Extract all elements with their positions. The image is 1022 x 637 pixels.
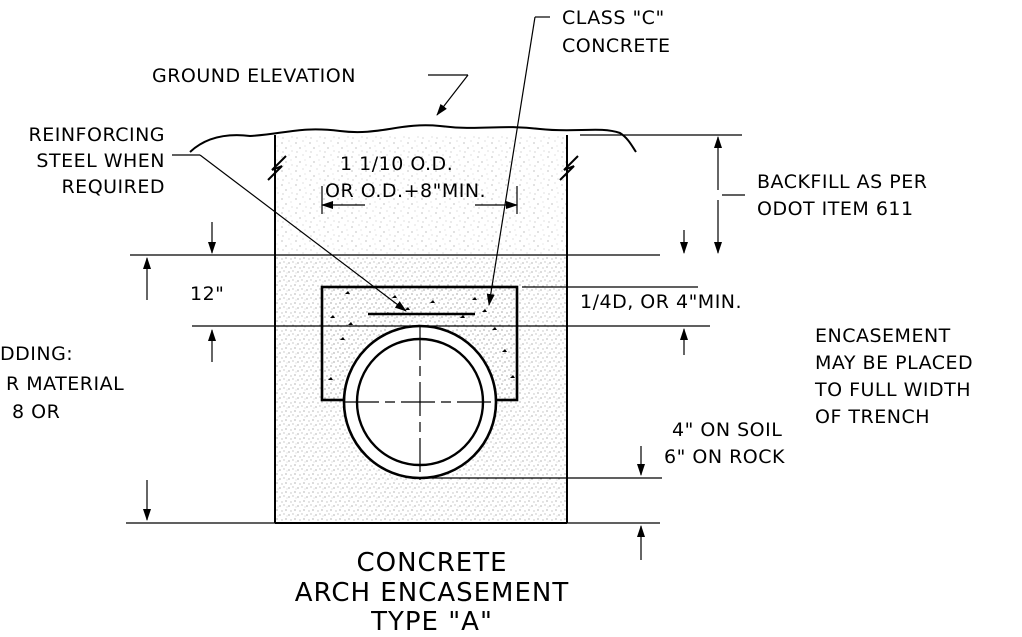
encasement-note-line1: ENCASEMENT [815,325,951,347]
class-c-label-line1: CLASS "C" [562,7,665,29]
title-line2: ARCH ENCASEMENT [295,578,569,608]
backfill-label-line2: ODOT ITEM 611 [757,198,914,220]
reinforcing-label-line1: REINFORCING [29,124,165,146]
backfill-zone [275,135,567,255]
class-c-label-line2: CONCRETE [562,35,671,57]
width-label-line1: 1 1/10 O.D. [340,153,453,175]
cover-dimension-label: 1/4D, OR 4"MIN. [580,291,742,313]
annotations: CLASS "C" CONCRETE GROUND ELEVATION REIN… [0,7,973,468]
bedding-label-line3: 8 OR [12,401,60,423]
soil-dimension-label: 4" ON SOIL [672,419,782,441]
width-label-line2: OR O.D.+8"MIN. [325,180,486,202]
bedding-label-line2: R MATERIAL [6,373,124,395]
encasement-note-line3: TO FULL WIDTH [814,379,971,401]
backfill-label-line1: BACKFILL AS PER [757,171,927,193]
leader-lines [172,16,745,312]
title-line3: TYPE "A" [370,607,493,637]
drawing-title: CONCRETE ARCH ENCASEMENT TYPE "A" [295,548,569,637]
trench-walls [267,135,579,524]
pipe [342,324,498,480]
ground-elevation-label: GROUND ELEVATION [152,65,356,87]
rock-dimension-label: 6" ON ROCK [664,446,785,468]
bedding-label-line1: DDING: [0,343,73,365]
reinforcing-label-line2: STEEL WHEN [36,150,165,172]
dim-12in-label: 12" [190,283,224,305]
dimension-lines [126,134,742,560]
reinforcing-label-line3: REQUIRED [61,176,165,198]
encasement-note-line4: OF TRENCH [815,406,930,428]
encasement-note-line2: MAY BE PLACED [815,352,973,374]
ground-line [189,124,637,153]
title-line1: CONCRETE [356,548,507,578]
